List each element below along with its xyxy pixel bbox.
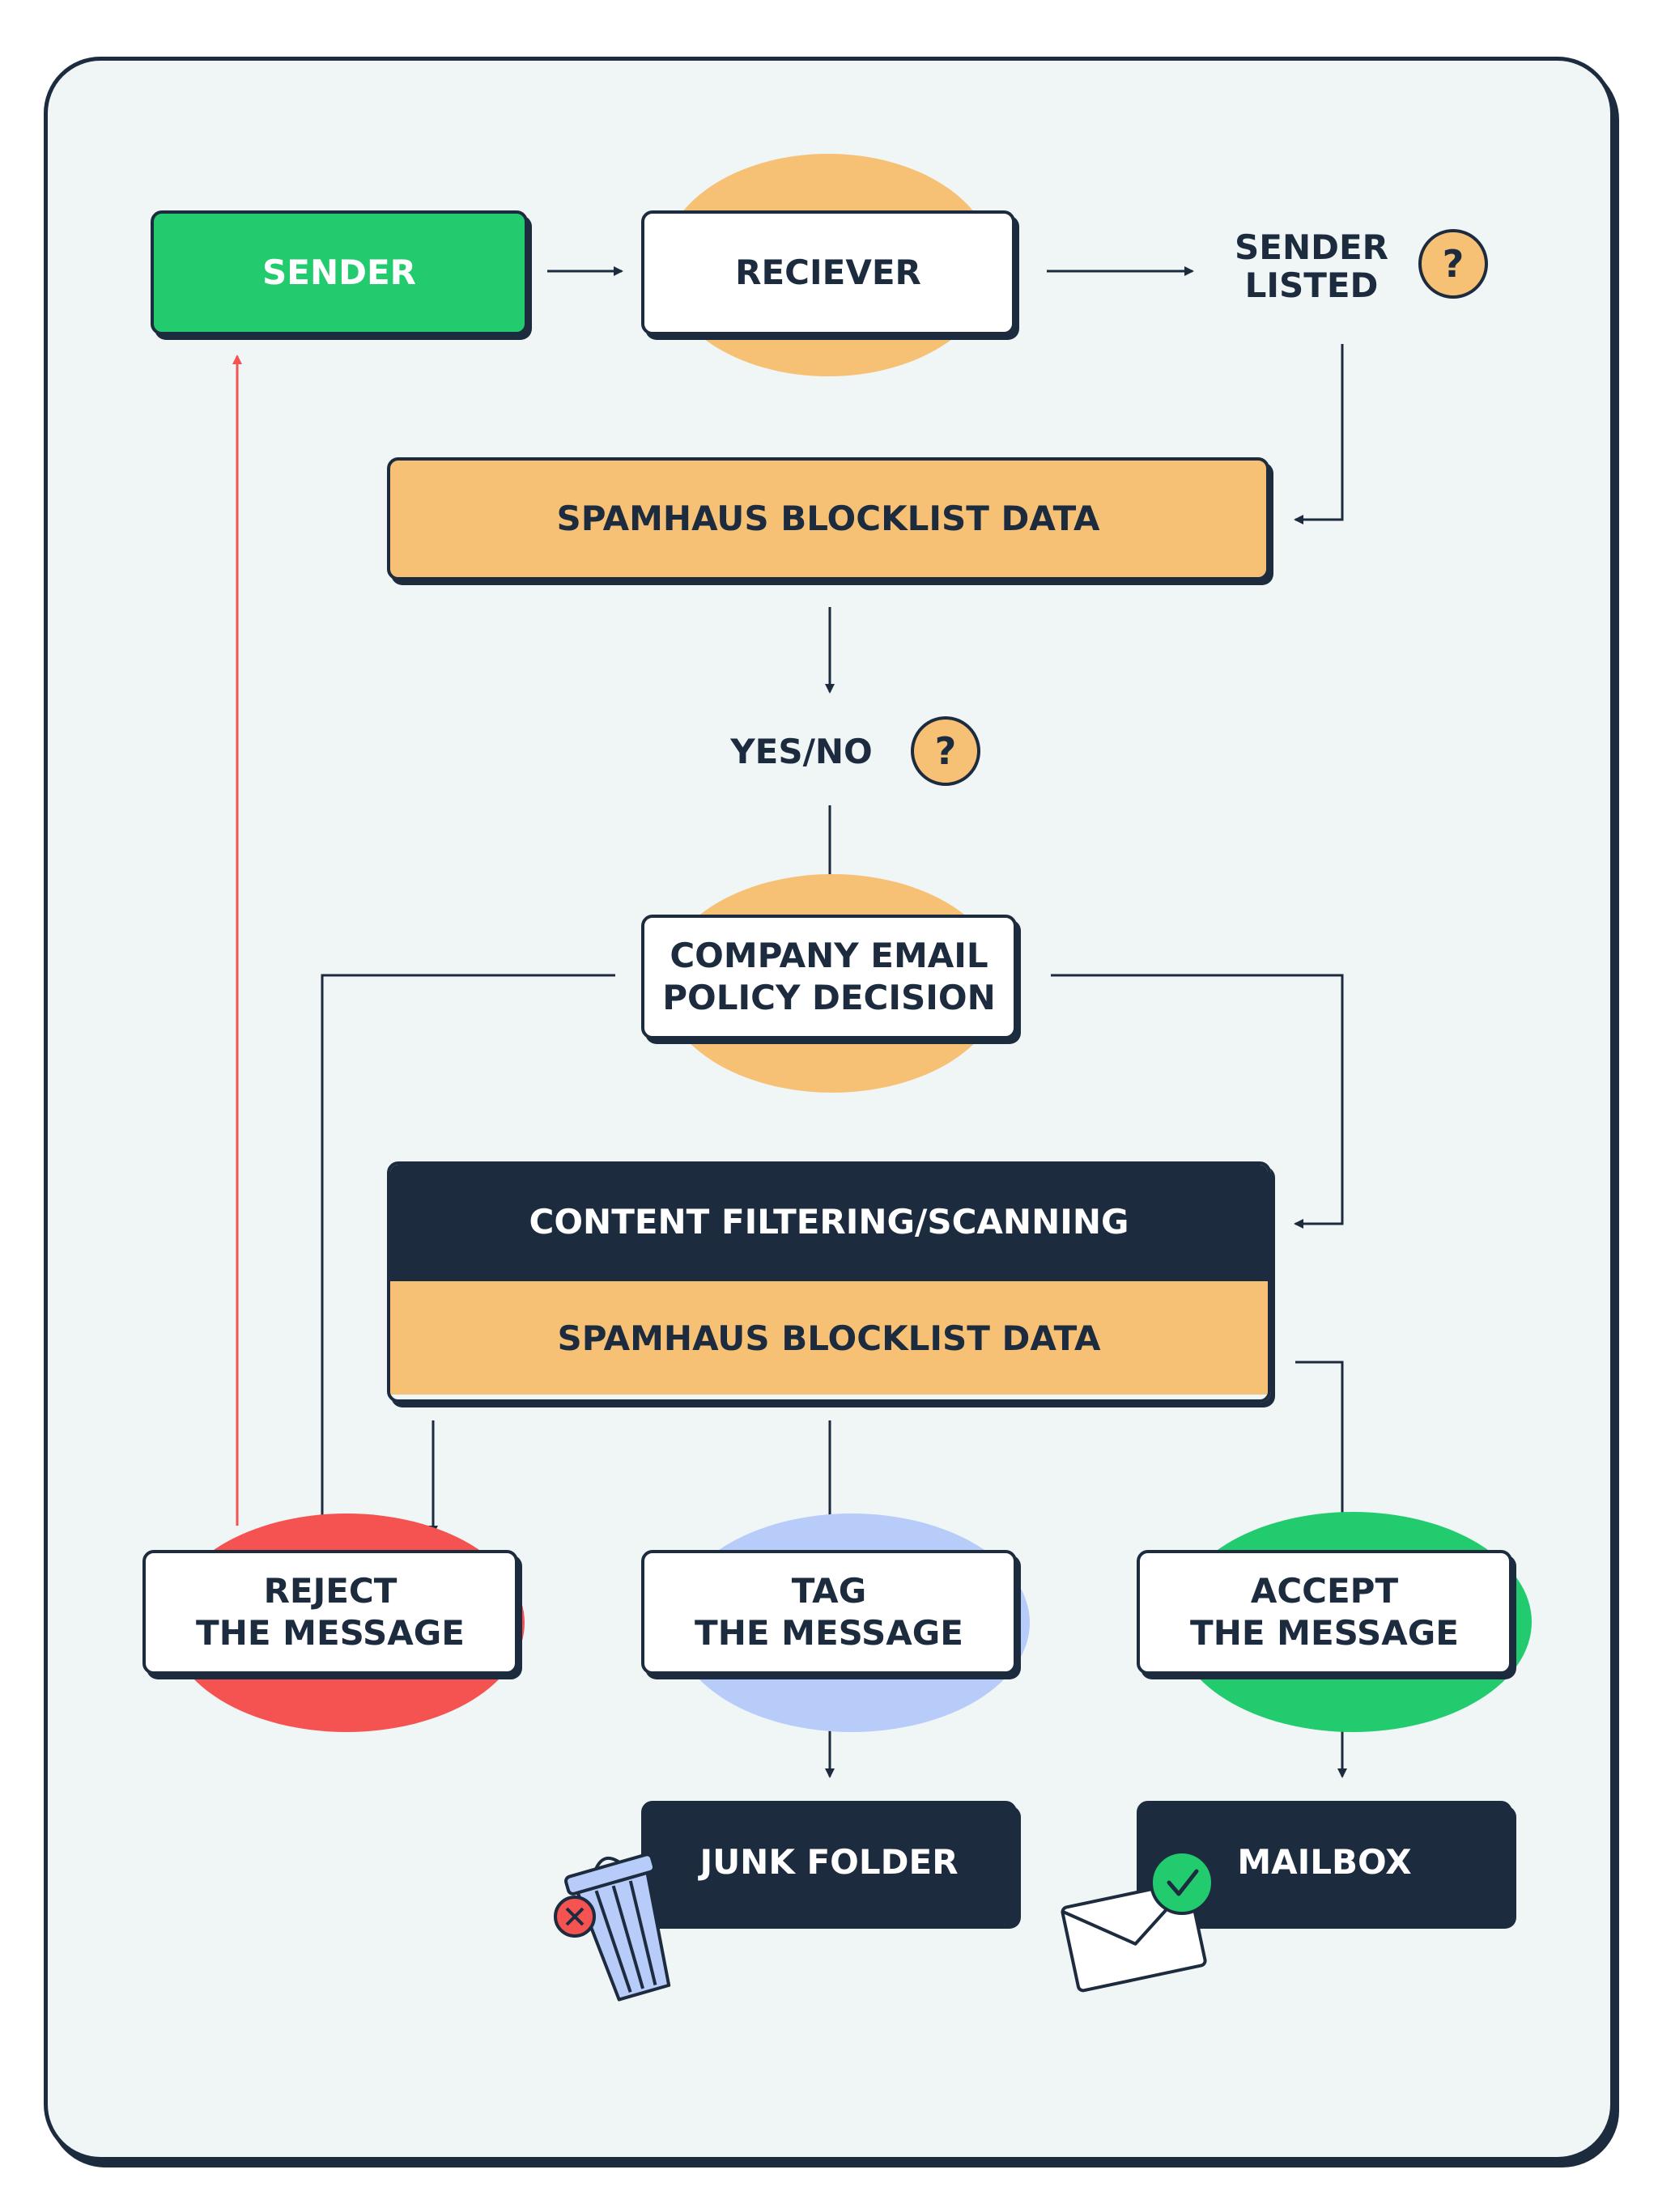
- blocklist-label: SPAMHAUS BLOCKLIST DATA: [556, 498, 1100, 538]
- arrow-filtering-to-accept: [1295, 1361, 1347, 1535]
- junk-folder-label: JUNK FOLDER: [699, 1841, 959, 1882]
- content-filtering-box: CONTENT FILTERING/SCANNING SPAMHAUS BLOC…: [387, 1161, 1271, 1403]
- policy-decision-box: COMPANY EMAIL POLICY DECISION: [641, 915, 1017, 1039]
- content-filtering-label: CONTENT FILTERING/SCANNING: [390, 1165, 1268, 1278]
- trash-can-icon: [554, 1853, 671, 2002]
- sender-box: SENDER: [151, 210, 528, 335]
- sender-listed-label: SENDER LISTED: [1235, 227, 1388, 306]
- junk-folder-box: JUNK FOLDER: [641, 1801, 1017, 1924]
- question-icon: ?: [1418, 229, 1488, 299]
- blocklist-box: SPAMHAUS BLOCKLIST DATA: [387, 457, 1269, 580]
- arrow-policy-to-filtering: [1051, 974, 1344, 1229]
- accept-box: ACCEPT THE MESSAGE: [1137, 1550, 1512, 1675]
- reject-box: REJECT THE MESSAGE: [142, 1550, 518, 1675]
- sender-label: SENDER: [262, 252, 416, 292]
- arrow-listed-to-blocklist: [1294, 344, 1344, 524]
- tag-box: TAG THE MESSAGE: [641, 1550, 1017, 1675]
- arrow-policy-to-reject: [317, 974, 615, 1535]
- blocklist-label: SPAMHAUS BLOCKLIST DATA: [390, 1278, 1268, 1395]
- question-icon: ?: [911, 716, 980, 786]
- mailbox-label: MAILBOX: [1237, 1841, 1412, 1882]
- yes-no-label: YES/NO: [730, 732, 873, 771]
- receiver-label: RECIEVER: [735, 252, 921, 292]
- envelope-check-icon: [1061, 1850, 1214, 1993]
- receiver-box: RECIEVER: [641, 210, 1015, 335]
